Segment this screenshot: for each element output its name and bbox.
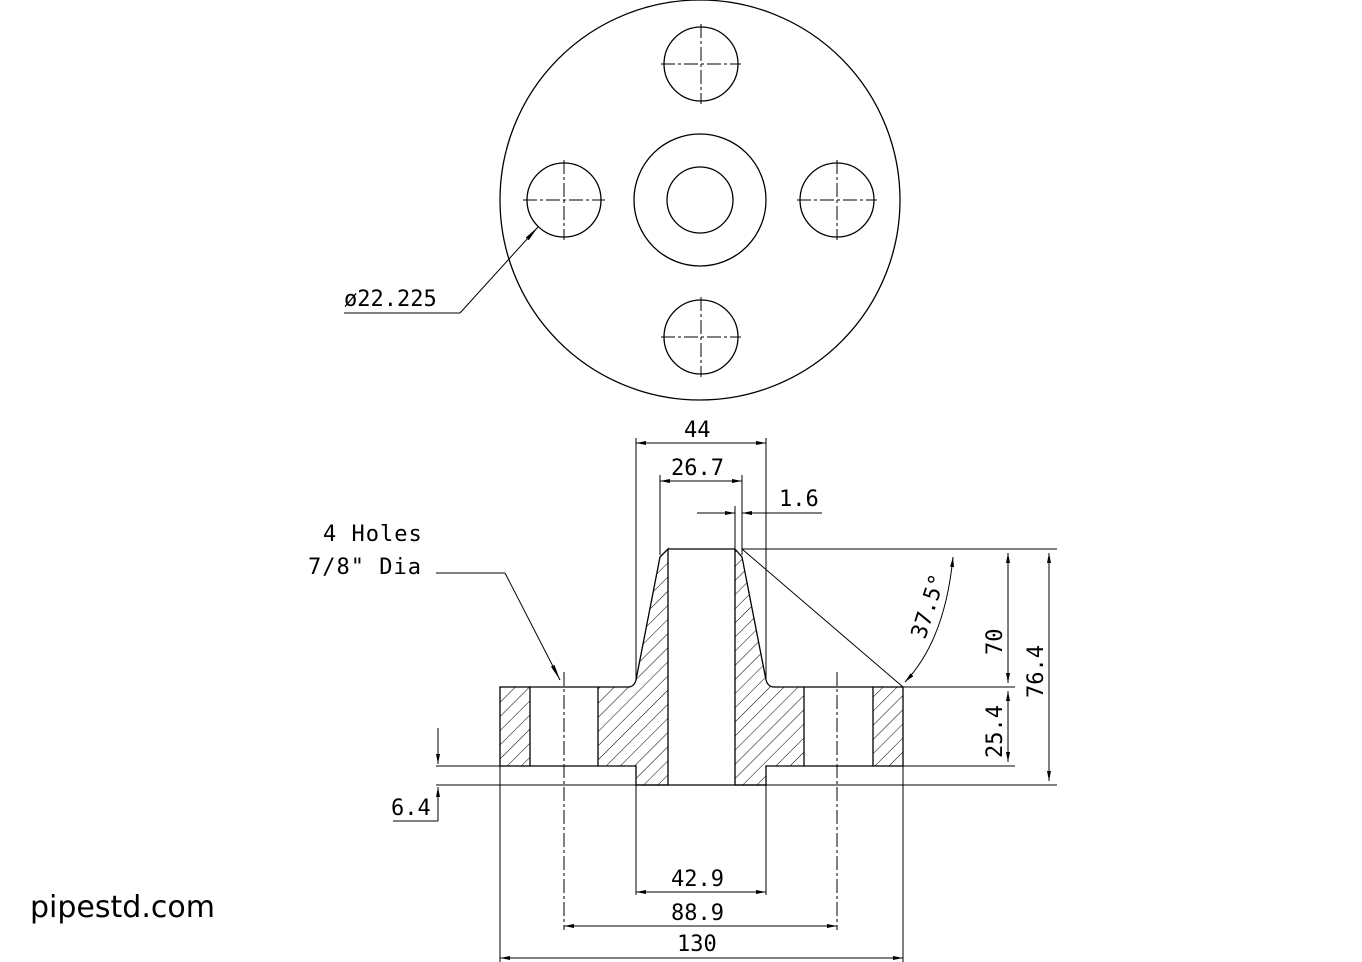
- holes-count-label: 4 Holes: [323, 522, 423, 547]
- raised-face-height-label: 6.4: [391, 796, 431, 821]
- plan-view: ø22.225: [344, 0, 901, 401]
- holes-diameter-label: 7/8" Dia: [308, 555, 422, 580]
- hub-top-width-label: 44: [684, 418, 711, 443]
- bolt-hole-right: [797, 160, 877, 240]
- dimension-cone-angle: 37.5°: [741, 548, 955, 688]
- hub-height-label: 70: [983, 629, 1008, 656]
- bolt-hole-top: [661, 24, 741, 104]
- bore-top-label: 26.7: [671, 456, 724, 481]
- flange-right-outer-section: [872, 686, 904, 767]
- dimension-wall-offset: 1.6: [697, 487, 822, 515]
- dimension-hub-top-width: 44: [636, 418, 766, 445]
- bolt-hole-left: [523, 160, 605, 240]
- total-height-label: 76.4: [1024, 645, 1049, 698]
- hub-left-section: [597, 547, 669, 786]
- bolt-hole-diameter-label: ø22.225: [344, 287, 437, 312]
- bolt-hole-diameter-leader: ø22.225: [344, 226, 539, 314]
- dimension-total-height: 76.4: [1024, 553, 1051, 781]
- bolt-hole-bottom: [661, 297, 741, 377]
- dimension-outer-diameter: 130: [500, 932, 903, 960]
- dimension-hub-height: 70: [983, 553, 1010, 683]
- site-watermark: pipestd.com: [30, 890, 215, 925]
- raised-face-diameter-label: 42.9: [671, 867, 724, 892]
- dimension-bolt-circle: 88.9: [564, 901, 837, 928]
- dimension-flange-thickness: 25.4: [983, 691, 1010, 762]
- flange-left-outer-section: [499, 686, 531, 767]
- wall-offset-label: 1.6: [779, 487, 819, 512]
- outer-flange-circle: [499, 0, 901, 401]
- holes-callout: 4 Holes 7/8" Dia: [308, 522, 561, 681]
- dimension-raised-face-diameter: 42.9: [636, 867, 766, 894]
- section-view: 4 Holes 7/8" Dia 44 26.7 1.6: [308, 418, 1057, 962]
- bolt-circle-label: 88.9: [671, 901, 724, 926]
- dimension-raised-face-height: 6.4: [391, 728, 636, 822]
- outer-diameter-label: 130: [677, 932, 717, 957]
- flange-thickness-label: 25.4: [983, 705, 1008, 758]
- hub-right-section: [734, 547, 805, 786]
- hub-circle: [633, 133, 767, 267]
- bore-circle: [666, 166, 734, 234]
- dimension-bore-top: 26.7: [660, 456, 742, 483]
